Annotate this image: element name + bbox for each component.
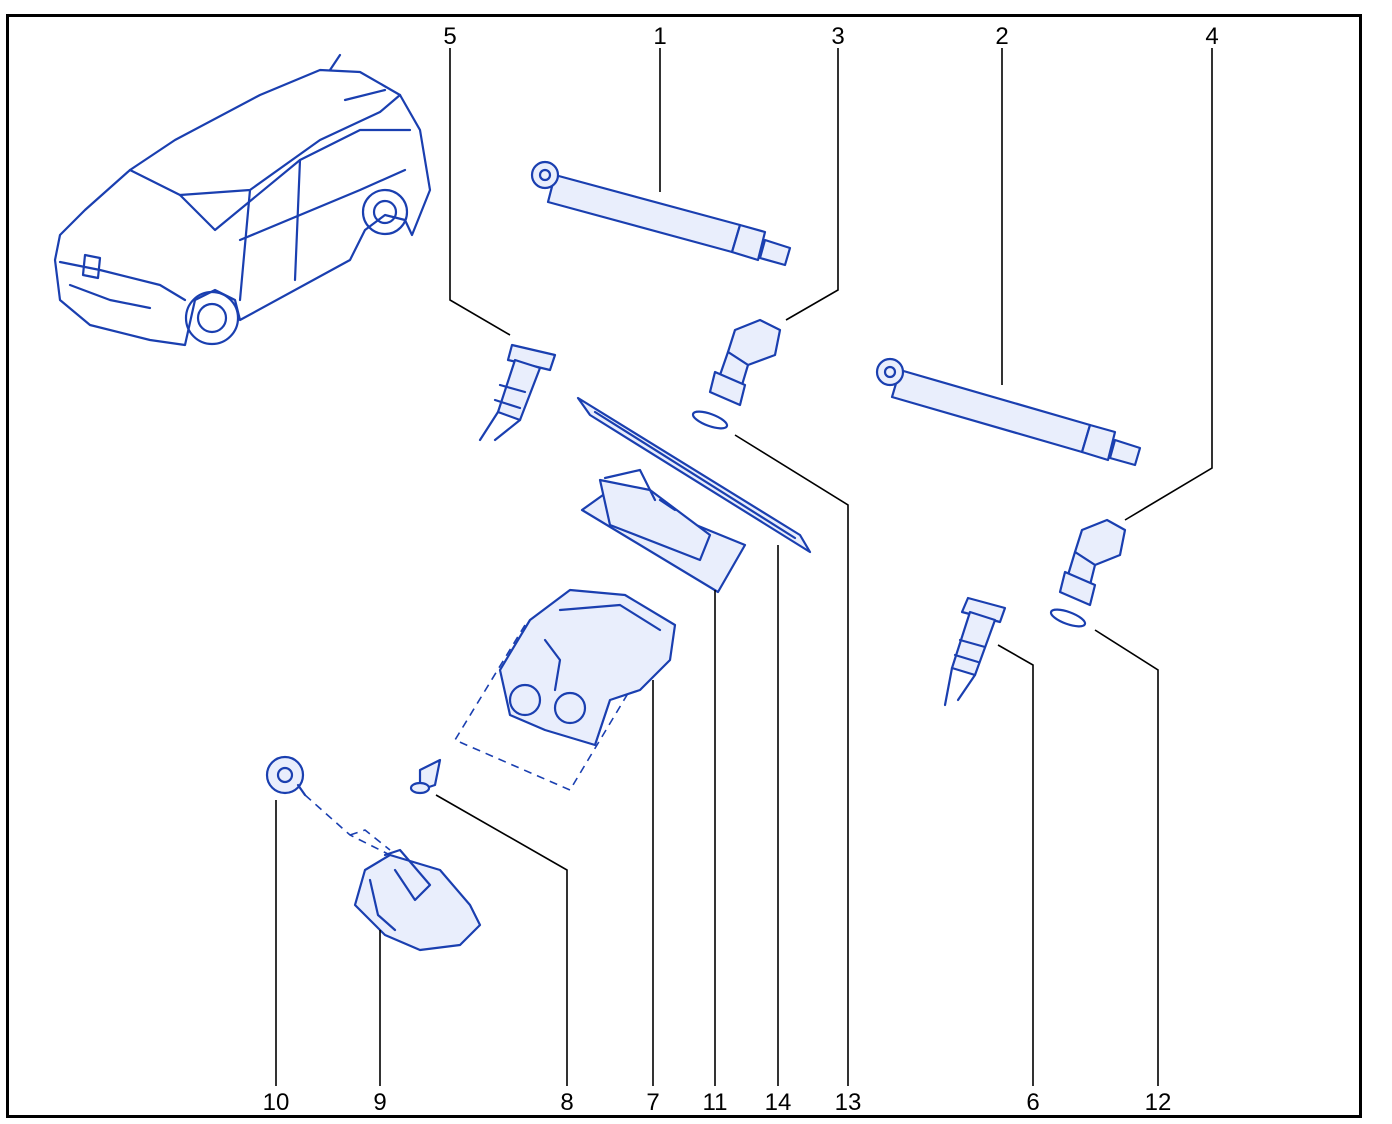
callout-14: 14 xyxy=(765,1089,792,1116)
callout-3: 3 xyxy=(831,23,844,50)
part-2-strut-right xyxy=(875,357,1142,467)
callout-12: 12 xyxy=(1145,1089,1172,1116)
part-8-lock-screw xyxy=(409,758,442,795)
part-9-striker xyxy=(304,794,482,952)
callout-10: 10 xyxy=(263,1089,290,1116)
part-13-seal-left xyxy=(691,410,729,430)
callout-8: 8 xyxy=(560,1089,573,1116)
callout-2: 2 xyxy=(995,23,1008,50)
part-3-ball-stud-left xyxy=(708,318,782,407)
part-14-switch-trim xyxy=(576,396,812,554)
leader-5 xyxy=(449,48,511,336)
part-11-opening-switch xyxy=(580,468,747,594)
leader-lines xyxy=(275,48,1213,1086)
part-12-seal-right xyxy=(1049,608,1087,628)
callout-1: 1 xyxy=(653,23,666,50)
part-1-strut-left xyxy=(530,160,792,267)
callout-11: 11 xyxy=(703,1089,728,1116)
callout-labels: 5 1 3 2 4 10 9 8 7 11 14 13 6 12 xyxy=(263,23,1219,1116)
callout-4: 4 xyxy=(1205,23,1218,50)
car-illustration xyxy=(53,53,432,347)
callout-13: 13 xyxy=(835,1089,862,1116)
leader-6 xyxy=(997,644,1034,1086)
part-7-tailgate-lock xyxy=(453,588,677,792)
callout-5: 5 xyxy=(443,23,456,50)
leader-4 xyxy=(1124,48,1213,521)
leader-3 xyxy=(785,48,839,321)
callout-9: 9 xyxy=(373,1089,386,1116)
callout-7: 7 xyxy=(646,1089,659,1116)
diagram-frame xyxy=(6,14,1362,1118)
leader-12 xyxy=(1094,629,1159,1086)
part-6-buffer-right xyxy=(943,596,1007,707)
part-5-buffer-left xyxy=(478,343,557,442)
callout-6: 6 xyxy=(1026,1089,1039,1116)
leader-13 xyxy=(734,434,849,1086)
part-4-ball-stud-right xyxy=(1058,518,1127,607)
part-10-striker-nut xyxy=(265,755,307,797)
leader-8 xyxy=(435,794,568,1086)
